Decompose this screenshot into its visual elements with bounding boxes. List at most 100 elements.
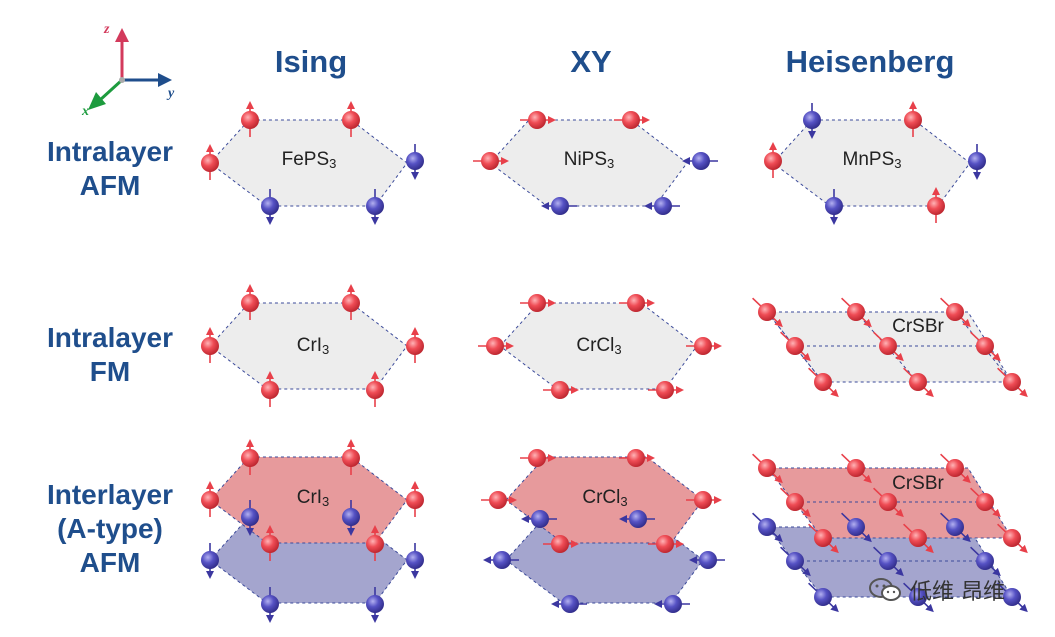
spin-up-atom (528, 294, 546, 312)
spin-up-atom (342, 294, 360, 312)
row-header-line: Intralayer (46, 322, 174, 353)
spin-up-atom (406, 491, 424, 509)
watermark: 低维 昂维 (868, 574, 1005, 606)
material-label-crsbr-bilayer: CrSBr (892, 473, 944, 494)
material-label-nips3: NiPS3 (563, 149, 615, 171)
spin-up-atom (764, 152, 782, 170)
spin-up-atom (1003, 529, 1021, 547)
row-header-intralayer-fm: Intralayer FM (10, 321, 210, 389)
spin-up-atom (627, 449, 645, 467)
spin-up-atom (261, 535, 279, 553)
spin-down-atom (758, 518, 776, 536)
spin-up-atom (528, 449, 546, 467)
spin-down-atom (493, 551, 511, 569)
spin-up-atom (489, 491, 507, 509)
y-axis-label: y (168, 86, 175, 101)
spin-down-atom (261, 197, 279, 215)
spin-down-atom (786, 552, 804, 570)
spin-up-atom (241, 449, 259, 467)
spin-up-atom (366, 535, 384, 553)
spin-up-atom (847, 459, 865, 477)
spin-up-atom (656, 535, 674, 553)
spin-down-atom (879, 552, 897, 570)
spin-up-atom (879, 493, 897, 511)
spin-up-atom (909, 373, 927, 391)
spin-up-atom (656, 381, 674, 399)
row-header-line: Interlayer (46, 479, 174, 510)
coordinate-axes-icon (88, 28, 172, 110)
spin-up-atom (201, 154, 219, 172)
material-label-cri3-bilayer: CrI3 (296, 487, 330, 509)
spin-up-atom (879, 337, 897, 355)
spin-up-atom (261, 381, 279, 399)
spin-up-atom (241, 294, 259, 312)
spin-up-atom (927, 197, 945, 215)
spin-up-atom (486, 337, 504, 355)
spin-down-atom (342, 508, 360, 526)
spin-up-atom (551, 381, 569, 399)
spin-down-atom (664, 595, 682, 613)
row-header-line: AFM (79, 170, 141, 201)
spin-down-atom (699, 551, 717, 569)
row-header-line: FM (89, 356, 131, 387)
spin-up-atom (622, 111, 640, 129)
spin-up-atom (976, 337, 994, 355)
spin-down-atom (814, 588, 832, 606)
spin-up-atom (342, 449, 360, 467)
spin-up-atom (786, 337, 804, 355)
spin-up-atom (342, 111, 360, 129)
spin-up-atom (847, 303, 865, 321)
column-header-heisenberg: Heisenberg (785, 44, 955, 79)
spin-up-atom (946, 303, 964, 321)
spin-up-atom (627, 294, 645, 312)
spin-down-atom (1003, 588, 1021, 606)
spin-down-atom (201, 551, 219, 569)
spin-up-atom (786, 493, 804, 511)
spin-down-atom (366, 595, 384, 613)
spin-down-atom (803, 111, 821, 129)
spin-up-atom (1003, 373, 1021, 391)
row-header-line: (A-type) (57, 513, 163, 544)
spin-up-atom (758, 459, 776, 477)
spin-down-atom (406, 152, 424, 170)
column-header-xy: XY (570, 44, 612, 79)
material-label-crcl3-bilayer: CrCl3 (582, 487, 628, 509)
spin-up-atom (814, 529, 832, 547)
watermark-text: 低维 昂维 (910, 580, 1005, 605)
spin-down-atom (968, 152, 986, 170)
spin-down-atom (909, 588, 927, 606)
material-label-crcl3: CrCl3 (576, 335, 622, 357)
row-header-line: AFM (79, 547, 141, 578)
spin-down-atom (847, 518, 865, 536)
spin-up-atom (528, 111, 546, 129)
spin-down-atom (825, 197, 843, 215)
spin-down-atom (551, 197, 569, 215)
material-label-mnps3: MnPS3 (842, 149, 902, 171)
spin-up-atom (904, 111, 922, 129)
spin-up-atom (946, 459, 964, 477)
row-header-line: Intralayer (46, 136, 174, 167)
z-axis-label: z (104, 22, 110, 37)
spin-up-atom (551, 535, 569, 553)
spin-up-atom (241, 111, 259, 129)
material-label-feps3: FePS3 (281, 149, 337, 171)
spin-down-atom (976, 552, 994, 570)
spin-up-atom (976, 493, 994, 511)
spin-up-atom (694, 491, 712, 509)
spin-up-atom (758, 303, 776, 321)
material-label-crsbr: CrSBr (892, 316, 944, 337)
x-axis-label: x (82, 104, 89, 119)
spin-down-atom (946, 518, 964, 536)
spin-down-atom (531, 510, 549, 528)
row-header-interlayer-afm: Interlayer (A-type) AFM (10, 478, 210, 580)
spin-down-atom (561, 595, 579, 613)
spin-up-atom (201, 491, 219, 509)
spin-down-atom (692, 152, 710, 170)
spin-up-atom (406, 337, 424, 355)
spin-up-atom (814, 373, 832, 391)
spin-up-atom (909, 529, 927, 547)
spin-down-atom (366, 197, 384, 215)
spin-up-atom (201, 337, 219, 355)
spin-down-atom (241, 508, 259, 526)
